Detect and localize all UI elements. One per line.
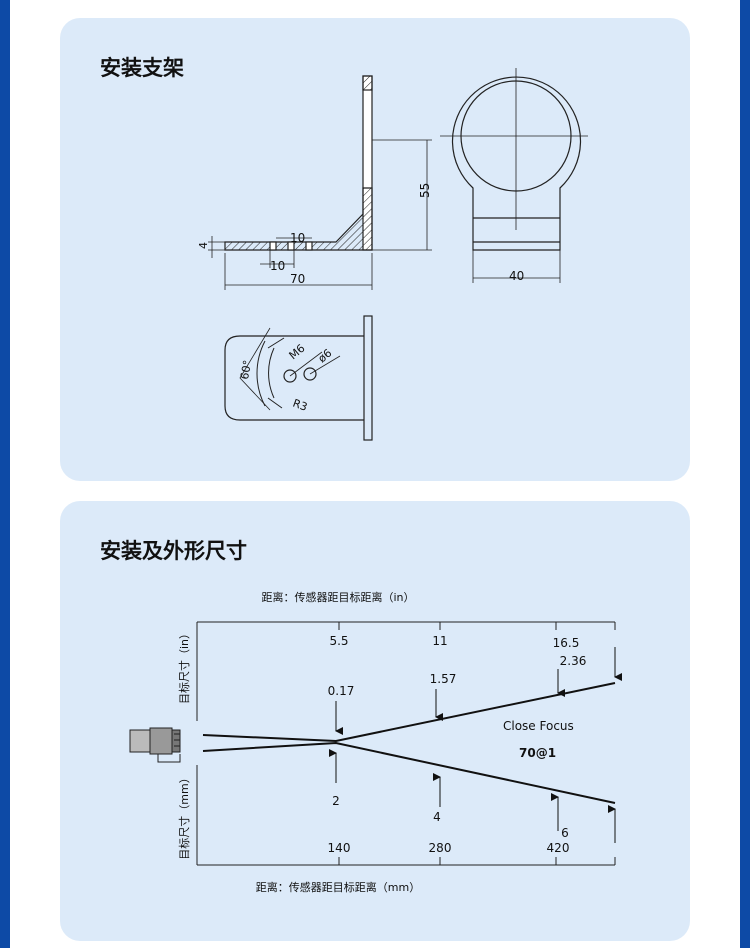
in-value-2: 1.57 — [430, 672, 457, 686]
dim-thickness: 4 — [197, 242, 210, 249]
mm-tick-2: 280 — [429, 841, 452, 855]
slot-1 — [269, 241, 277, 251]
dim-slot-a: 10 — [290, 231, 305, 245]
close-focus-label: Close Focus — [503, 719, 574, 733]
in-value-1: 0.17 — [328, 684, 355, 698]
vertical-plate-hatch-top — [362, 75, 373, 91]
mounting-bracket-card: 安装支架 — [60, 18, 690, 481]
dim-height: 55 — [418, 183, 432, 198]
top-side-label: 目标尺寸（in） — [177, 628, 191, 704]
page-background: 安装支架 — [10, 0, 740, 948]
bottom-axis-label: 距离：传感器距目标距离（mm） — [256, 880, 420, 894]
in-value-3: 2.36 — [560, 654, 587, 668]
mounting-bracket-title: 安装支架 — [100, 56, 184, 80]
sensor-icon — [129, 727, 181, 763]
side-view-dimensions — [208, 139, 432, 290]
dim-ring-width: 40 — [509, 269, 524, 283]
dim-base-length: 70 — [290, 272, 305, 286]
dim-screw: M6 — [287, 342, 308, 363]
dimensions-card: 安装及外形尺寸 距离：传感器距目标距离（in） 距离：传感器距目标距离（mm） … — [60, 501, 690, 941]
dim-slot-b: 10 — [270, 259, 285, 273]
diagram-frame — [196, 621, 616, 866]
bracket-front-view — [440, 68, 588, 251]
front-view-dimensions — [472, 250, 561, 283]
in-tick-1: 5.5 — [329, 634, 348, 648]
slot-3 — [305, 241, 313, 251]
in-tick-2: 11 — [432, 634, 447, 648]
slot-2 — [287, 241, 295, 251]
mm-value-1: 2 — [332, 794, 340, 808]
beam-lines — [202, 682, 616, 804]
dim-radius: R3 — [291, 397, 309, 414]
bracket-top-view — [224, 315, 373, 441]
dimensions-title: 安装及外形尺寸 — [100, 539, 247, 563]
mm-tick-1: 140 — [328, 841, 351, 855]
bracket-side-view — [224, 75, 373, 251]
bracket-drawing: 4 10 10 70 55 40 — [197, 68, 588, 441]
dim-angle: 60° — [238, 359, 254, 380]
in-tick-3: 16.5 — [553, 636, 580, 650]
beam-spot-diagram: 距离：传感器距目标距离（in） 距离：传感器距目标距离（mm） 目标尺寸（in）… — [129, 590, 622, 894]
measure-arrows — [329, 647, 622, 843]
horizontal-plate — [224, 187, 373, 251]
bottom-side-label: 目标尺寸（mm） — [177, 772, 191, 859]
mm-value-2: 4 — [433, 810, 441, 824]
dim-hole: ø6 — [316, 347, 335, 366]
top-axis-label: 距离：传感器距目标距离（in） — [261, 590, 414, 604]
mm-value-3: 6 — [561, 826, 569, 840]
focus-value: 70@1 — [519, 746, 556, 760]
mm-tick-3: 420 — [547, 841, 570, 855]
